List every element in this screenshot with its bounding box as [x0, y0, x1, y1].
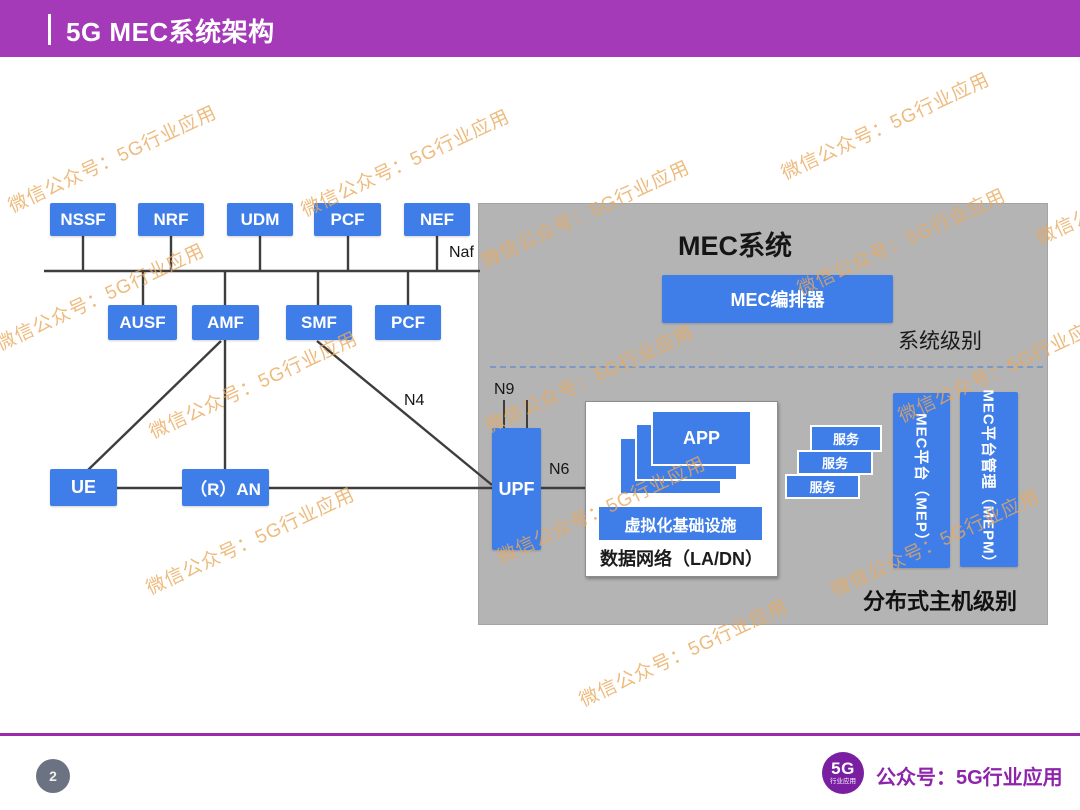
logo-5g-text: 5G: [831, 759, 855, 779]
node-smf: SMF: [286, 305, 352, 340]
service-box-1: 服务: [810, 425, 882, 452]
virtualization-infra-bar: 虚拟化基础设施: [599, 507, 762, 540]
node-pcf-top: PCF: [314, 203, 381, 236]
node-amf: AMF: [192, 305, 259, 340]
mec-platform-box: MEC平台（MEP）: [893, 393, 950, 568]
node-nef: NEF: [404, 203, 470, 236]
service-box-2: 服务: [797, 450, 873, 475]
5g-logo: 5G 行业应用: [822, 752, 864, 794]
app-card-front: APP: [651, 410, 752, 466]
page-title: 5G MEC系统架构: [66, 17, 275, 47]
slide-header: 5G MEC系统架构: [0, 0, 1080, 57]
node-nrf: NRF: [138, 203, 204, 236]
mec-orchestrator-box: MEC编排器: [662, 275, 893, 323]
naf-interface-label: Naf: [449, 244, 474, 261]
footer-divider-line: [0, 733, 1080, 736]
n6-interface-label: N6: [549, 461, 570, 478]
mec-system-title: MEC系统: [678, 231, 792, 261]
logo-subtext: 行业应用: [830, 778, 856, 786]
mec-platform-manager-box: MEC平台管理（MEPM）: [960, 388, 1018, 571]
system-level-label: 系统级别: [898, 330, 982, 353]
node-upf: UPF: [492, 428, 541, 550]
wechat-account-label: 公众号：5G行业应用: [876, 767, 1063, 789]
level-divider-dashed-line: [490, 366, 1043, 368]
service-box-3: 服务: [785, 474, 860, 499]
node-pcf-2: PCF: [375, 305, 441, 340]
n9-interface-label: N9: [494, 381, 515, 398]
node-ran: （R）AN: [182, 469, 269, 506]
app-host-container: APP 虚拟化基础设施 数据网络（LA/DN）: [585, 401, 778, 577]
node-ue: UE: [50, 469, 117, 506]
node-nssf: NSSF: [50, 203, 116, 236]
mec-platform-manager-label: MEC平台管理（MEPM）: [979, 388, 997, 571]
page-number-badge: 2: [36, 759, 70, 793]
data-network-label: 数据网络（LA/DN）: [600, 549, 763, 569]
host-level-label: 分布式主机级别: [863, 589, 1018, 614]
mec-platform-label: MEC平台（MEP）: [912, 412, 929, 549]
node-udm: UDM: [227, 203, 293, 236]
node-ausf: AUSF: [108, 305, 177, 340]
title-accent-bar: [48, 14, 51, 45]
n4-interface-label: N4: [404, 392, 425, 409]
